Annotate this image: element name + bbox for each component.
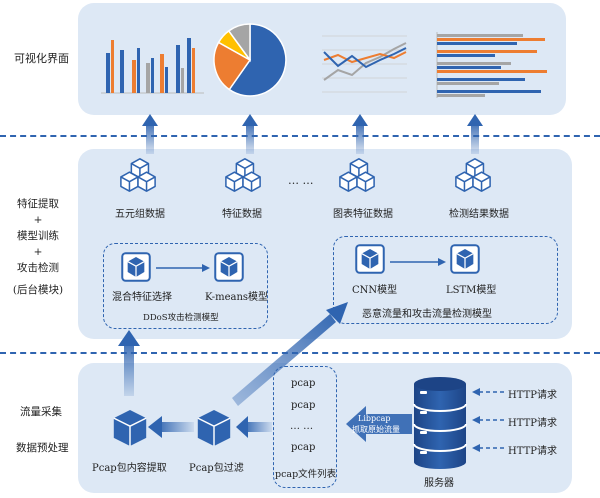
separator-bottom bbox=[0, 352, 600, 354]
pcap-filter-icon bbox=[197, 409, 231, 447]
backend-line-1: 特征提取 bbox=[17, 198, 59, 210]
backend-line-4: + bbox=[33, 246, 43, 258]
ellipsis-label: … … bbox=[288, 174, 314, 187]
pcap-filter-label: Pcap包过滤 bbox=[189, 463, 244, 474]
content-extract-label: Pcap包内容提取 bbox=[92, 463, 167, 474]
section-collect-label: 流量采集 bbox=[20, 406, 62, 418]
feature-data-label: 特征数据 bbox=[222, 209, 262, 220]
tuple-data-label: 五元组数据 bbox=[115, 209, 165, 220]
cnn-icon bbox=[355, 244, 385, 274]
line-chart-thumbnail bbox=[322, 35, 407, 93]
pcap-list-box bbox=[273, 366, 337, 488]
ddos-model-box bbox=[103, 243, 268, 329]
model-arrows bbox=[156, 258, 446, 272]
http-request-label: HTTP请求 bbox=[508, 390, 557, 401]
backend-line-6: (后台模块) bbox=[12, 284, 64, 296]
kmeans-label: K-means模型 bbox=[205, 292, 269, 303]
pcap-item: pcap bbox=[291, 442, 316, 453]
pcaplist-to-filter-arrow bbox=[236, 416, 272, 438]
feature-select-icon bbox=[121, 252, 151, 282]
feature-select-label: 混合特征选择 bbox=[112, 292, 172, 303]
http-request-label: HTTP请求 bbox=[508, 446, 557, 457]
libpcap-arrow bbox=[346, 406, 412, 442]
malicious-caption: 恶意流量和攻击流量检测模型 bbox=[362, 309, 492, 320]
malicious-model-box bbox=[333, 236, 558, 324]
backend-line-5: 攻击检测 bbox=[17, 262, 59, 274]
feature-data-icon bbox=[225, 158, 261, 192]
pcap-item: pcap bbox=[291, 400, 316, 411]
result-data-label: 检测结果数据 bbox=[449, 209, 509, 220]
pcap-list-caption: pcap文件列表 bbox=[275, 469, 337, 480]
backend-line-3: 模型训练 bbox=[17, 230, 59, 242]
extract-to-ddos-arrow bbox=[118, 330, 140, 396]
kmeans-icon bbox=[214, 252, 244, 282]
chart-feature-data-icon bbox=[339, 158, 375, 192]
filter-to-extract-arrow bbox=[148, 416, 194, 438]
backend-line-2: + bbox=[33, 214, 43, 226]
pcap-item-ellipsis: … … bbox=[290, 421, 314, 432]
section-preprocess-label: 数据预处理 bbox=[16, 442, 69, 454]
horizontal-bar-chart-thumbnail bbox=[436, 32, 547, 98]
lstm-icon bbox=[450, 244, 480, 274]
ddos-caption: DDoS攻击检测模型 bbox=[143, 313, 219, 323]
pcap-item: pcap bbox=[291, 378, 316, 389]
lstm-label: LSTM模型 bbox=[446, 285, 497, 296]
separator-top bbox=[0, 135, 600, 137]
libpcap-caption: 抓取原始流量 bbox=[352, 425, 400, 434]
libpcap-label: Libpcap bbox=[358, 414, 391, 423]
content-extract-icon bbox=[113, 409, 147, 447]
cnn-label: CNN模型 bbox=[352, 285, 398, 296]
upward-arrows bbox=[142, 114, 483, 154]
server-icon bbox=[413, 377, 467, 469]
result-data-icon bbox=[455, 158, 491, 192]
server-label: 服务器 bbox=[424, 478, 454, 489]
http-request-label: HTTP请求 bbox=[508, 418, 557, 429]
bar-chart-thumbnail bbox=[101, 38, 204, 94]
pie-chart-thumbnail bbox=[213, 23, 287, 97]
section-backend-label: 特征提取 + 模型训练 + 攻击检测 (后台模块) bbox=[6, 196, 70, 298]
section-visualization-label: 可视化界面 bbox=[14, 52, 69, 65]
chart-feature-data-label: 图表特征数据 bbox=[333, 209, 393, 220]
http-request-arrows bbox=[472, 388, 504, 452]
filter-to-malicious-arrow bbox=[232, 302, 348, 406]
tuple-data-icon bbox=[120, 158, 156, 192]
